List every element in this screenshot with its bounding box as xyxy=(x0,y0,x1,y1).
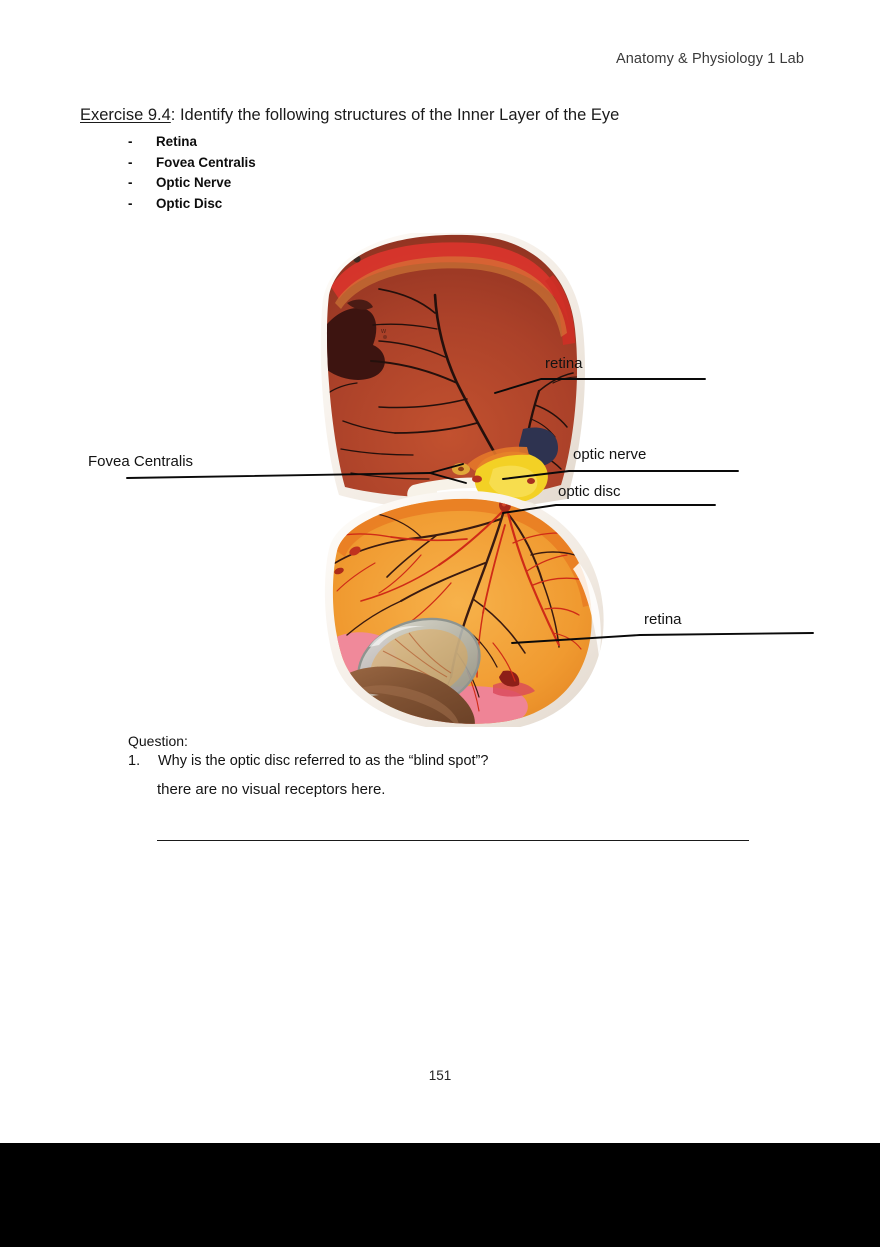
question-heading: Question: xyxy=(128,733,188,749)
list-item-optic-nerve: - Optic Nerve xyxy=(128,173,256,194)
eye-lower-half xyxy=(324,490,604,727)
list-item-retina: - Retina xyxy=(128,132,256,153)
bullet-dash-icon: - xyxy=(128,175,133,191)
exercise-number: Exercise 9.4 xyxy=(80,106,171,124)
annotation-label-optic-disc: optic disc xyxy=(558,483,621,500)
list-item-label: Retina xyxy=(156,134,197,149)
eye-model-figure: w xyxy=(317,233,611,727)
page-number: 151 xyxy=(428,1068,452,1083)
list-item-label: Fovea Centralis xyxy=(156,154,256,170)
list-item-fovea-centralis: - Fovea Centralis xyxy=(128,153,256,174)
question-text: Why is the optic disc referred to as the… xyxy=(158,753,489,769)
annotation-label-optic-nerve: optic nerve xyxy=(573,446,647,463)
structures-list: - Retina - Fovea Centralis - Optic Nerve - O… xyxy=(128,132,256,215)
list-item-label: Optic Disc xyxy=(156,196,223,212)
page-title: Exercise 9.4: Identify the following str… xyxy=(80,106,619,125)
eye-upper-half: w xyxy=(320,233,586,510)
question-number: 1. xyxy=(128,753,141,769)
bottom-black-bar xyxy=(0,1143,880,1247)
bullet-dash-icon: - xyxy=(128,154,133,170)
exercise-title-text: : Identify the following structures of t… xyxy=(170,106,620,124)
question-answer-text[interactable]: there are no visual receptors here. xyxy=(157,781,386,798)
document-header-course: Anatomy & Physiology 1 Lab xyxy=(616,51,804,67)
answer-blank-line[interactable] xyxy=(157,840,749,841)
bullet-dash-icon: - xyxy=(128,196,133,212)
annotation-label-retina-bottom: retina xyxy=(644,611,682,628)
annotation-label-fovea-centralis: Fovea Centralis xyxy=(88,453,194,470)
annotation-label-retina-top: retina xyxy=(545,355,583,372)
svg-text:w: w xyxy=(380,328,387,335)
bullet-dash-icon: - xyxy=(128,134,133,149)
question-item-1: 1. Why is the optic disc referred to as t… xyxy=(128,753,488,769)
list-item-optic-disc: - Optic Disc xyxy=(128,194,256,215)
list-item-label: Optic Nerve xyxy=(156,175,232,191)
